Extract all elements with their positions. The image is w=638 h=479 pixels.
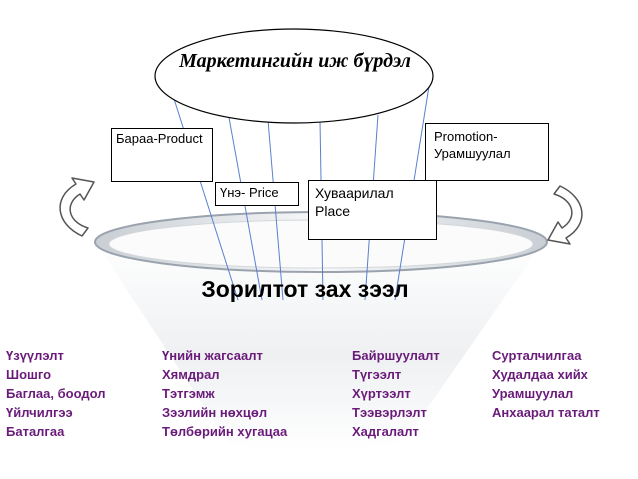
price-attributes-list: Үнийн жагсаалт Хямдрал Тэтгэмж Зээлийн н…	[162, 346, 287, 441]
marketing-mix-ellipse	[154, 28, 434, 124]
list-item: Үзүүлэлт	[6, 348, 64, 363]
list-item: Анхаарал таталт	[492, 405, 600, 420]
list-item: Худалдаа хийх	[492, 367, 588, 382]
list-item: Үнийн жагсаалт	[162, 348, 263, 363]
list-item: Үйлчилгээ	[6, 405, 73, 420]
product-attributes-list: Үзүүлэлт Шошго Баглаа, боодол Үйлчилгээ …	[6, 346, 105, 441]
list-item: Байршуулалт	[352, 348, 440, 363]
promotion-box: Promotion- Урамшуулал	[425, 123, 549, 181]
price-box: Үнэ- Price	[215, 182, 299, 206]
list-item: Тэтгэмж	[162, 386, 215, 401]
funnel-body	[96, 238, 546, 453]
target-market-label: Зорилтот зах зээл	[201, 276, 409, 302]
list-item: Сурталчилгаа	[492, 348, 582, 363]
left-cycle-arrow-icon	[59, 177, 95, 237]
list-item: Төлбөрийн хугацаа	[162, 424, 288, 439]
list-item: Тээвэрлэлт	[352, 405, 427, 420]
list-item: Баталгаа	[6, 424, 65, 439]
place-box: Хуваарилал Place	[308, 180, 437, 240]
promotion-attributes-list: Сурталчилгаа Худалдаа хийх Урамшуулал Ан…	[492, 346, 600, 422]
product-box: Бараа-Product	[111, 128, 213, 182]
list-item: Хадгалалт	[352, 424, 419, 439]
list-item: Баглаа, боодол	[6, 386, 106, 401]
ray	[227, 111, 263, 301]
place-attributes-list: Байршуулалт Түгээлт Хүртээлт Тээвэрлэлт …	[352, 346, 440, 441]
list-item: Шошго	[6, 367, 52, 382]
ray	[267, 119, 284, 301]
diagram-title: Маркетингийн иж бүрдэл	[179, 50, 411, 72]
list-item: Түгээлт	[352, 367, 402, 382]
list-item: Хүртээлт	[352, 386, 411, 401]
right-cycle-arrow-icon	[547, 185, 583, 245]
list-item: Хямдрал	[162, 367, 220, 382]
ray	[167, 79, 239, 301]
list-item: Урамшуулал	[492, 386, 574, 401]
list-item: Зээлийн нөхцөл	[162, 405, 268, 420]
